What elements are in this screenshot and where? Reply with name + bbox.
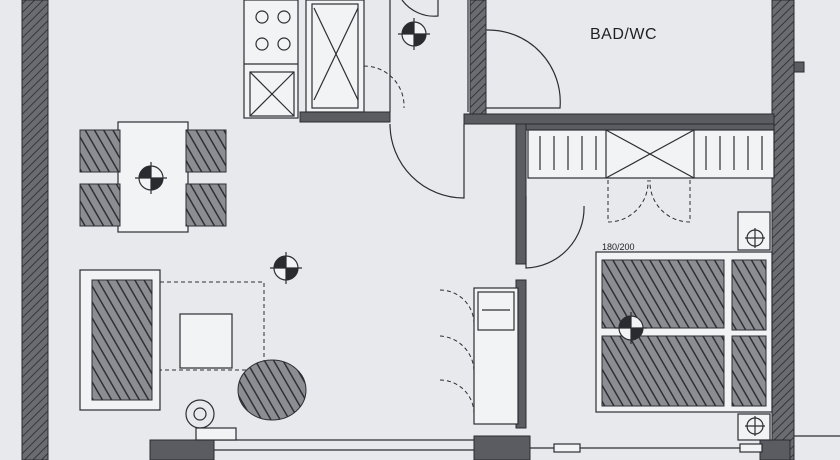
dining-chair-nw [79,129,121,173]
kitchen [243,0,469,119]
sofa-cushions [91,279,153,401]
bedroom-wardrobe [527,129,775,223]
ceiling-light-icon [270,252,302,284]
hall-bath-wall [463,113,775,125]
duvet-bottom [601,335,725,407]
wardrobe-hangers-left [539,136,597,170]
duvet-top [601,259,725,329]
radiator [195,427,237,441]
hall-cabinet-swings [439,289,475,415]
facade-pier-right [759,439,791,460]
ceiling-light-icon [135,162,167,194]
wardrobe-hangers-right [705,136,763,170]
east-wall [771,0,795,460]
ceiling-light-icon [398,18,430,50]
armchair [237,359,307,421]
rug [159,281,265,371]
dining-chair-se [185,183,227,227]
bedroom-west-wall-upper [515,123,527,265]
facade-pier-left [149,439,215,460]
pillow-bottom [731,335,767,407]
kitchen-cabinet [249,71,295,117]
dining-chair-sw [79,183,121,227]
west-wall [21,0,49,460]
bath-west-wall [469,0,487,119]
stove [255,10,291,51]
coffee-table [179,313,233,369]
bath-label: BAD/WC [590,26,657,43]
east-wall-notch [793,61,805,73]
kitchen-south-wall [299,111,391,123]
outlet-icon [745,228,765,248]
ceiling-lights [135,18,765,436]
outer-walls [21,0,805,460]
closet-door-swing [401,0,439,17]
bathroom: BAD/WC [485,26,657,109]
radiator-icon [553,443,763,453]
pillow-top [731,259,767,331]
hall-desk [439,287,519,425]
ceiling-light-icon [615,312,647,344]
bed-size-label: 180/200 [602,242,635,252]
floor-lamp [185,399,215,429]
bath-door-swing [485,29,561,109]
kitchen-door-swing [363,0,405,110]
hall-desk-top [473,287,519,425]
outlet-icon [745,416,765,436]
interior-walls [299,111,775,429]
bedroom-north-wall [525,123,775,131]
dining-chair-ne [185,129,227,173]
bedroom-door-swing [525,196,585,269]
south-facade [149,435,840,460]
living-area [79,269,307,441]
wardrobe-door-swings [607,179,691,223]
hall-monitor [477,291,515,331]
facade-pier-mid [473,435,531,460]
hall-door-swing [389,123,465,199]
